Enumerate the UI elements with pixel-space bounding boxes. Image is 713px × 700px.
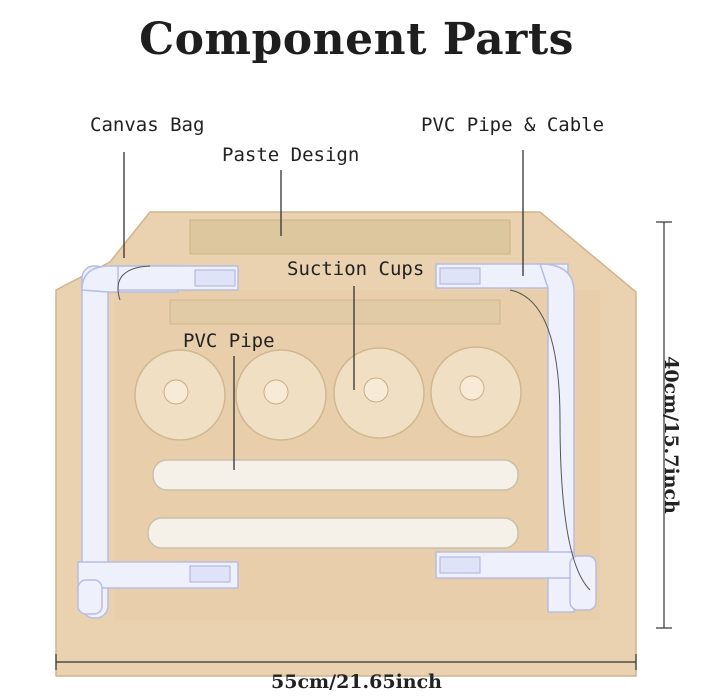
suction-cups: [134, 346, 522, 441]
label-pvc-pipe: PVC Pipe: [183, 330, 275, 352]
height-dimension: 40cm/15.7inch: [641, 330, 701, 540]
label-paste-design: Paste Design: [222, 144, 360, 166]
suction-cup-knob: [263, 379, 289, 405]
width-dimension-label: 55cm/21.65inch: [271, 671, 442, 693]
suction-cup-knob: [363, 377, 389, 403]
width-dimension-line: [55, 654, 637, 670]
loose-pvc-pipes: [147, 459, 519, 549]
cable: [117, 265, 591, 591]
height-dimension-label: 40cm/15.7inch: [660, 356, 682, 514]
pvc-pipe-straight: [147, 517, 519, 549]
label-suction-cups: Suction Cups: [287, 258, 425, 280]
pvc-pipe-straight: [152, 459, 519, 491]
adhesive-strip: [169, 299, 501, 325]
suction-cup-knob: [163, 379, 189, 405]
paste-design-strip: [189, 219, 511, 255]
leader-lines: [123, 150, 524, 470]
suction-cup-knob: [459, 375, 485, 401]
page-title: Component Parts: [139, 14, 574, 65]
right-frame-pipe: [435, 263, 597, 613]
label-pvc-pipe-cable: PVC Pipe & Cable: [421, 114, 605, 136]
left-frame-pipe: [77, 265, 239, 619]
label-canvas-bag: Canvas Bag: [90, 114, 205, 136]
height-dimension-line: [656, 221, 672, 629]
